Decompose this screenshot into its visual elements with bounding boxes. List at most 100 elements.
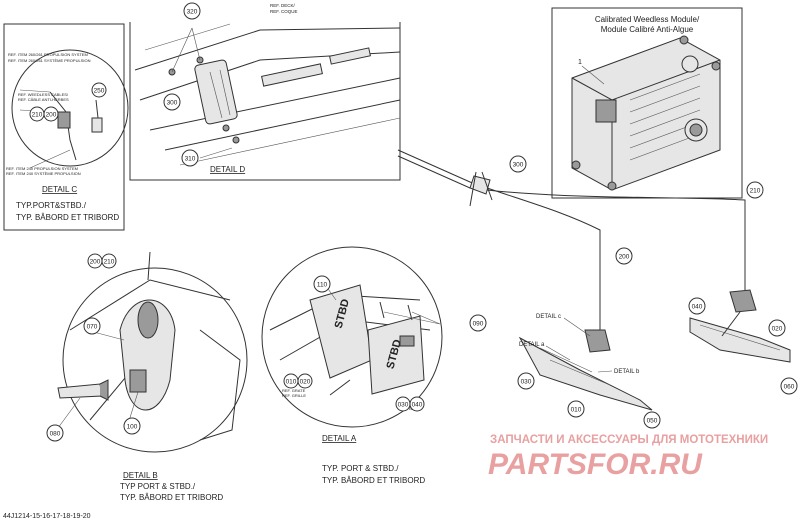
svg-text:100: 100	[127, 424, 138, 431]
svg-text:080: 080	[50, 431, 61, 438]
callout-310[interactable]: 310	[181, 149, 199, 167]
watermark: ЗАПЧАСТИ И АКСЕССУАРЫ ДЛЯ МОТОТЕХНИКИ PA…	[488, 434, 768, 481]
svg-text:010: 010	[571, 407, 582, 414]
callout-010-main[interactable]: 010	[567, 400, 585, 418]
detail-a-magnifier	[261, 246, 443, 428]
svg-text:250: 250	[94, 88, 105, 95]
callout-030-a[interactable]: 030	[395, 396, 411, 412]
detail-a-ref-grate2: REF. GRILLE	[282, 393, 306, 398]
drawing-code: 44J1214-15-16-17-18-19-20	[3, 513, 91, 520]
detail-c-sub1: TYP.PORT&STBD./	[16, 201, 87, 210]
callout-200-b[interactable]: 200	[87, 253, 103, 269]
detail-c-ref2a: REF. WEEDLESS CABLES/	[18, 92, 69, 97]
svg-text:020: 020	[300, 379, 311, 386]
svg-text:020: 020	[772, 326, 783, 333]
callout-040-main[interactable]: 040	[688, 297, 706, 315]
cable-end	[91, 117, 103, 133]
cable-tie-2	[329, 47, 371, 65]
callout-200[interactable]: 200	[43, 106, 59, 122]
label-detail-a: DETAIL a	[519, 342, 545, 348]
callout-210-b[interactable]: 210	[101, 253, 117, 269]
callout-250[interactable]: 250	[91, 82, 107, 98]
main-assembly: DETAIL c DETAIL a DETAIL b 300 200 210 0…	[397, 149, 798, 429]
detail-a-sub2: TYP. BÂBORD ET TRIBORD	[322, 476, 425, 485]
callout-020-a[interactable]: 020	[297, 373, 313, 389]
module-title-1: Calibrated Weedless Module/	[595, 15, 700, 24]
detail-c-ref2b: REF. CÂBLE ANTI-HERBES	[18, 97, 69, 102]
svg-text:010: 010	[286, 379, 297, 386]
svg-text:200: 200	[46, 112, 57, 119]
detail-b-sub1: TYP PORT & STBD./	[120, 482, 196, 491]
detail-c-title: DETAIL C	[42, 185, 77, 194]
svg-text:070: 070	[87, 324, 98, 331]
callout-100-b[interactable]: 100	[123, 417, 141, 435]
module-connector	[595, 99, 617, 123]
svg-text:210: 210	[32, 112, 43, 119]
svg-text:040: 040	[412, 402, 423, 409]
cable-clip	[57, 111, 71, 129]
svg-text:320: 320	[187, 9, 198, 16]
svg-text:310: 310	[185, 156, 196, 163]
callout-070-b[interactable]: 070	[83, 317, 101, 335]
detail-a-panel: STBD STBD REF. GRATE REF. GRILLE REF BAS…	[261, 246, 487, 485]
svg-text:090: 090	[473, 321, 484, 328]
module-panel: Calibrated Weedless Module/ Module Calib…	[551, 7, 743, 199]
callout-1[interactable]: 1	[578, 59, 582, 66]
detail-b-panel: DETAIL B TYP PORT & STBD./ TYP. BÂBORD E…	[46, 251, 248, 502]
callout-210[interactable]: 210	[29, 106, 45, 122]
detail-c-ref3b: REF. ITEM 240 SYSTÈME PROPULSION	[6, 171, 81, 176]
callout-040-a[interactable]: 040	[409, 396, 425, 412]
detail-a-sub1: TYP. PORT & STBD./	[322, 464, 399, 473]
svg-text:300: 300	[513, 162, 524, 169]
detail-c-frame	[3, 23, 125, 231]
callout-300-main[interactable]: 300	[509, 155, 527, 173]
cable-tie	[261, 63, 323, 87]
weedless-cable-210	[397, 155, 746, 290]
detail-d-title: DETAIL D	[210, 165, 245, 174]
detail-d-ref2: REF. COQUE	[270, 9, 298, 14]
detail-b-magnifier	[62, 267, 248, 453]
module-title-2: Module Calibré Anti-Algue	[601, 25, 694, 34]
callout-210-main[interactable]: 210	[746, 181, 764, 199]
detail-c-ref3a: REF. ITEM 240 PROPULSION SYSTEM	[6, 166, 78, 171]
detail-c-ref1b: REF. ITEM 260/261 SYSTÈME PROPULSION	[8, 58, 91, 63]
detail-c-panel: REF. ITEM 260/261 PROPULSION SYSTEM REF.…	[3, 23, 129, 231]
detail-a-ref-base: REF BASE	[400, 406, 420, 411]
callout-010-a[interactable]: 010	[283, 373, 299, 389]
callout-110-a[interactable]: 110	[313, 275, 331, 293]
callout-300[interactable]: 300	[163, 93, 181, 111]
grate-left	[518, 336, 653, 411]
svg-text:040: 040	[692, 304, 703, 311]
detail-d-ref1: REF. DECK/	[270, 3, 296, 8]
grate-right	[689, 317, 791, 363]
callout-020-main[interactable]: 020	[768, 319, 786, 337]
svg-text:200: 200	[619, 254, 630, 261]
callout-320[interactable]: 320	[183, 2, 201, 20]
svg-text:050: 050	[647, 418, 658, 425]
label-detail-b: DETAIL b	[614, 369, 640, 375]
callout-030-main[interactable]: 030	[517, 372, 535, 390]
callout-200-main[interactable]: 200	[615, 247, 633, 265]
svg-text:300: 300	[167, 100, 178, 107]
svg-text:110: 110	[317, 282, 328, 289]
watermark-brand: PARTSFOR.RU	[488, 448, 703, 481]
detail-d-panel: REF. DECK/ REF. COQUE DETAIL D 320 300 3…	[129, 2, 401, 181]
cable-bracket	[194, 59, 238, 125]
svg-text:030: 030	[398, 402, 409, 409]
callout-060-main[interactable]: 060	[780, 377, 798, 395]
detail-c-magnifier	[11, 49, 129, 167]
callout-080-b[interactable]: 080	[46, 424, 64, 442]
detail-c-sub2: TYP. BÂBORD ET TRIBORD	[16, 213, 119, 222]
label-detail-c: DETAIL c	[536, 314, 561, 320]
callout-050-main[interactable]: 050	[643, 411, 661, 429]
watermark-tagline: ЗАПЧАСТИ И АКСЕССУАРЫ ДЛЯ МОТОТЕХНИКИ	[490, 434, 768, 446]
detail-b-sub2: TYP. BÂBORD ET TRIBORD	[120, 493, 223, 502]
svg-text:210: 210	[104, 259, 115, 266]
detail-a-title: DETAIL A	[322, 434, 357, 443]
svg-text:030: 030	[521, 379, 532, 386]
detail-a-ref-grate1: REF. GRATE	[282, 388, 306, 393]
detail-d-frame	[129, 22, 401, 181]
callout-090-a[interactable]: 090	[469, 314, 487, 332]
svg-text:200: 200	[90, 259, 101, 266]
